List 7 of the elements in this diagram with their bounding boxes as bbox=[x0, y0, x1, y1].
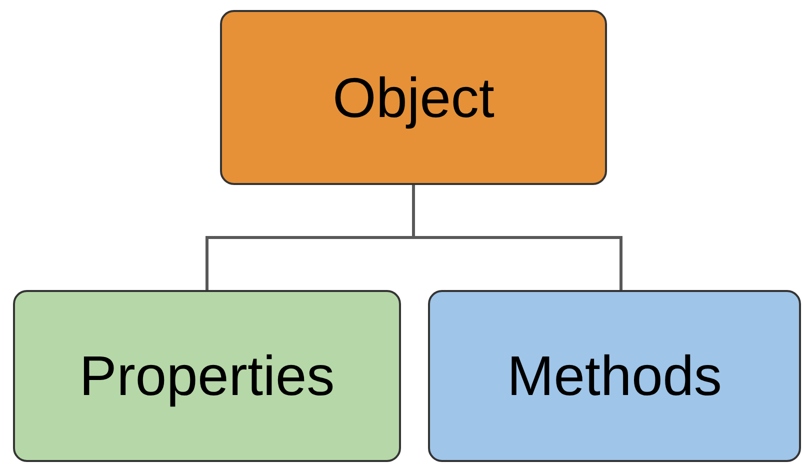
box-label: Methods bbox=[507, 343, 722, 409]
box-label: Properties bbox=[79, 343, 335, 409]
connector-line bbox=[412, 185, 622, 290]
class-box bbox=[220, 10, 607, 185]
box-label: Object bbox=[332, 64, 494, 131]
class-box bbox=[428, 290, 801, 462]
class-box bbox=[13, 290, 401, 462]
